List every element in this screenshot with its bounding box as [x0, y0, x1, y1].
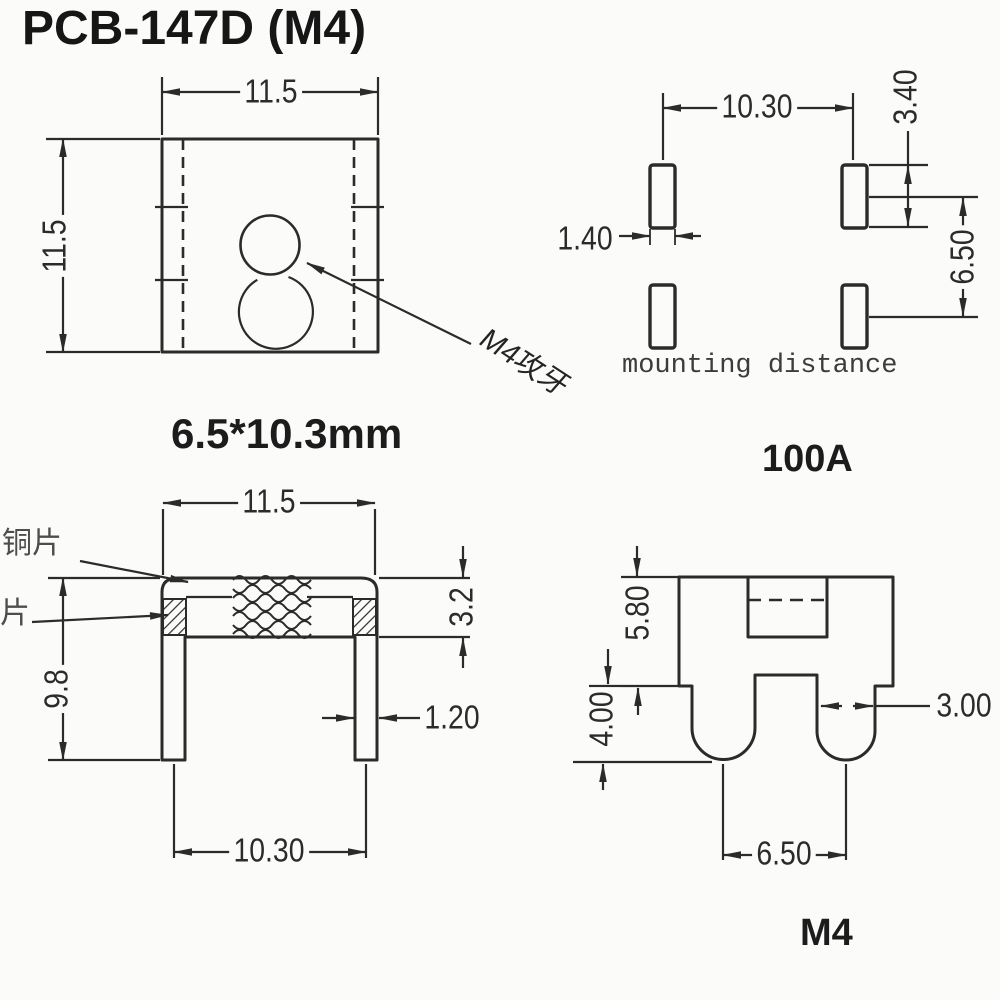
thread-size-label: M4: [800, 912, 853, 954]
side-view-drawing: [573, 546, 930, 860]
mounting-pitch-y-dim: 6.50: [944, 225, 982, 289]
copper-sheet-leader-line: [79, 559, 189, 584]
hole-leader-line: [306, 262, 472, 345]
tapped-hole: [239, 214, 301, 276]
sheet-leader-line: [31, 612, 169, 624]
mounting-distance-caption: mounting distance: [622, 351, 898, 381]
thread-arc: [237, 275, 314, 350]
pad-bottom-left: [648, 283, 677, 350]
hole-size-caption: 6.5*10.3mm: [171, 410, 403, 457]
thread-coil: [232, 575, 312, 639]
mounting-pitch-x-dim: 10.30: [717, 88, 797, 126]
pad-bottom-right: [840, 283, 869, 350]
top-view-drawing: [46, 77, 472, 354]
front-view-leg-width-dim: 1.20: [424, 698, 480, 736]
side-view-leg-width-dim: 3.00: [936, 686, 992, 724]
mounting-pad-length-dim: 3.40: [886, 69, 924, 125]
thread-slot: [746, 577, 829, 639]
front-view-height-dim: 9.8: [38, 664, 76, 714]
front-view-leg-pitch-dim: 10.30: [229, 832, 309, 870]
front-view-thickness-dim: 3.2: [443, 582, 481, 632]
side-view-body-height-dim: 5.80: [619, 581, 657, 645]
page-title: PCB-147D (M4): [22, 2, 367, 55]
top-view-width-dim: 11.5: [240, 73, 302, 111]
mounting-pad-width-dim: 1.40: [557, 219, 613, 257]
side-view-leg-pitch-dim: 6.50: [752, 835, 816, 873]
front-view-drawing: [31, 499, 470, 858]
pad-top-left: [648, 163, 677, 230]
current-rating-label: 100A: [762, 438, 853, 480]
top-view-height-dim: 11.5: [36, 215, 74, 277]
sheet-label: 片: [0, 597, 30, 630]
mounting-view-drawing: [619, 93, 978, 350]
pad-top-right: [840, 163, 869, 230]
hatch-section-right: [352, 598, 377, 636]
copper-sheet-label: 铜片: [2, 527, 62, 560]
hatch-section-left: [162, 598, 187, 636]
side-view-leg-length-dim: 4.00: [583, 687, 621, 751]
front-view-width-dim: 11.5: [238, 483, 300, 521]
